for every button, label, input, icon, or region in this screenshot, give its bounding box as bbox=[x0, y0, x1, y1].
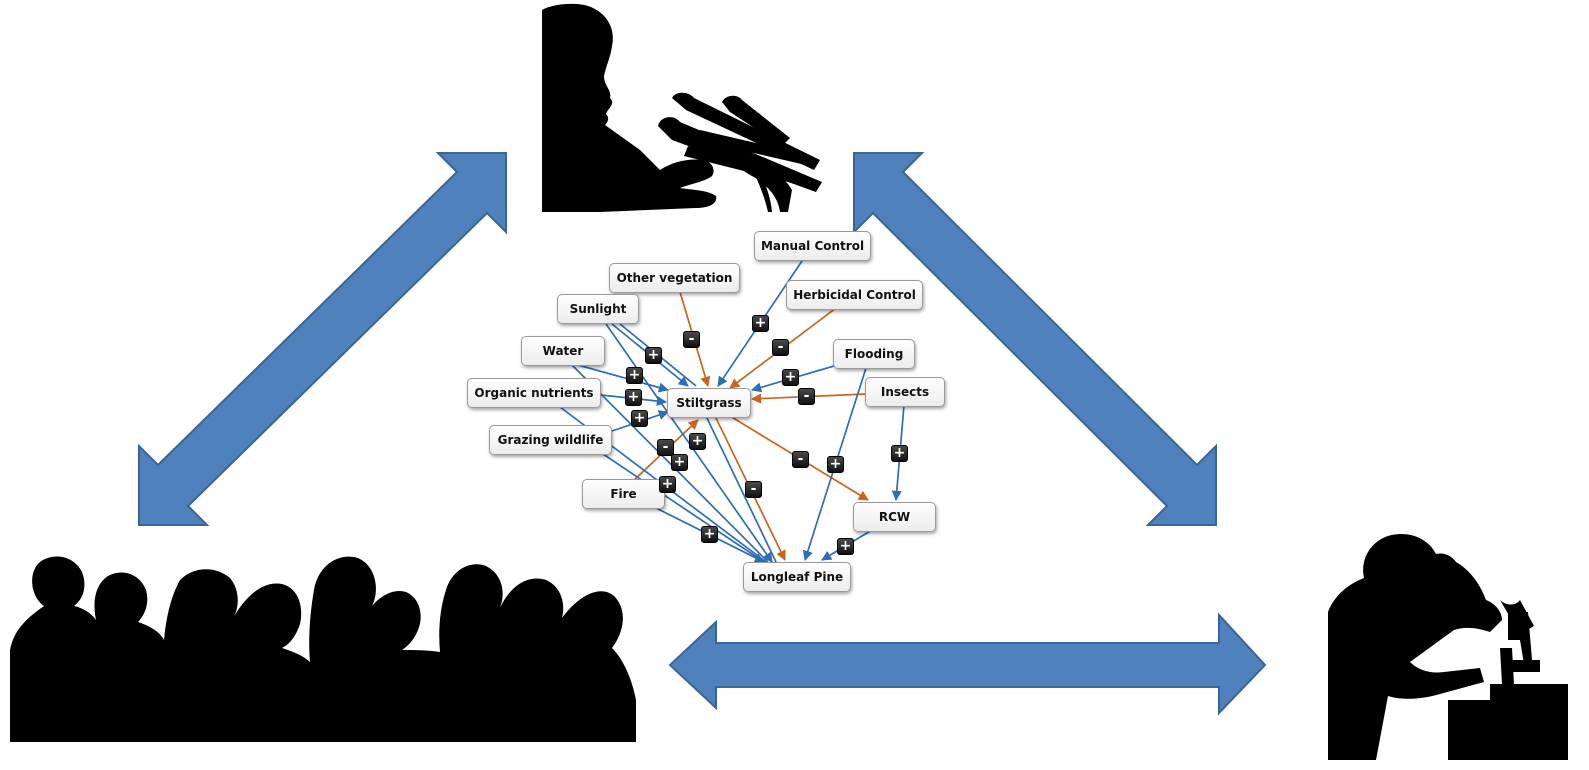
link-grazing-longleaf bbox=[599, 451, 765, 563]
node-other-vegetation[interactable]: Other vegetation bbox=[609, 263, 740, 293]
plus-badge: + bbox=[671, 454, 688, 471]
double-arrow-bottom bbox=[668, 612, 1267, 716]
plus-badge: + bbox=[626, 367, 643, 384]
plus-badge: + bbox=[625, 389, 642, 406]
node-organic-nutrients[interactable]: Organic nutrients bbox=[467, 378, 601, 408]
node-fire[interactable]: Fire bbox=[582, 479, 665, 509]
plus-badge: + bbox=[631, 410, 648, 427]
node-herbicidal-control[interactable]: Herbicidal Control bbox=[786, 280, 923, 310]
minus-badge: - bbox=[683, 331, 700, 348]
node-flooding[interactable]: Flooding bbox=[833, 339, 915, 369]
node-insects[interactable]: Insects bbox=[865, 377, 945, 407]
network-links bbox=[559, 260, 905, 563]
node-grazing-wildlife[interactable]: Grazing wildlife bbox=[489, 425, 612, 455]
minus-badge: - bbox=[745, 481, 762, 498]
double-arrow-left bbox=[138, 152, 507, 526]
plus-badge: + bbox=[891, 445, 908, 462]
plus-badge: + bbox=[701, 526, 718, 543]
minus-badge: - bbox=[772, 339, 789, 356]
link-water-stiltgrass bbox=[577, 364, 669, 393]
plus-badge: + bbox=[645, 347, 662, 364]
plus-badge: + bbox=[837, 538, 854, 555]
plus-badge: + bbox=[689, 433, 706, 450]
node-stiltgrass[interactable]: Stiltgrass bbox=[667, 388, 751, 418]
node-manual-control[interactable]: Manual Control bbox=[754, 231, 871, 261]
minus-badge: - bbox=[792, 451, 809, 468]
node-sunlight[interactable]: Sunlight bbox=[557, 294, 639, 324]
minus-badge: - bbox=[657, 439, 674, 456]
plus-badge: + bbox=[659, 476, 676, 493]
audience-silhouette bbox=[10, 556, 636, 742]
speaker-silhouette bbox=[542, 3, 822, 213]
node-longleaf-pine[interactable]: Longleaf Pine bbox=[743, 562, 851, 592]
node-water[interactable]: Water bbox=[521, 336, 605, 366]
plus-badge: + bbox=[782, 369, 799, 386]
double-arrow-right bbox=[853, 152, 1217, 526]
link-water-longleaf bbox=[571, 364, 769, 563]
plus-badge: + bbox=[827, 456, 844, 473]
node-rcw[interactable]: RCW bbox=[853, 502, 936, 532]
scientist-silhouette bbox=[1328, 534, 1568, 760]
plus-badge: + bbox=[752, 315, 769, 332]
link-stiltgrass-longleaf-blue bbox=[705, 415, 777, 563]
minus-badge: - bbox=[798, 388, 815, 405]
